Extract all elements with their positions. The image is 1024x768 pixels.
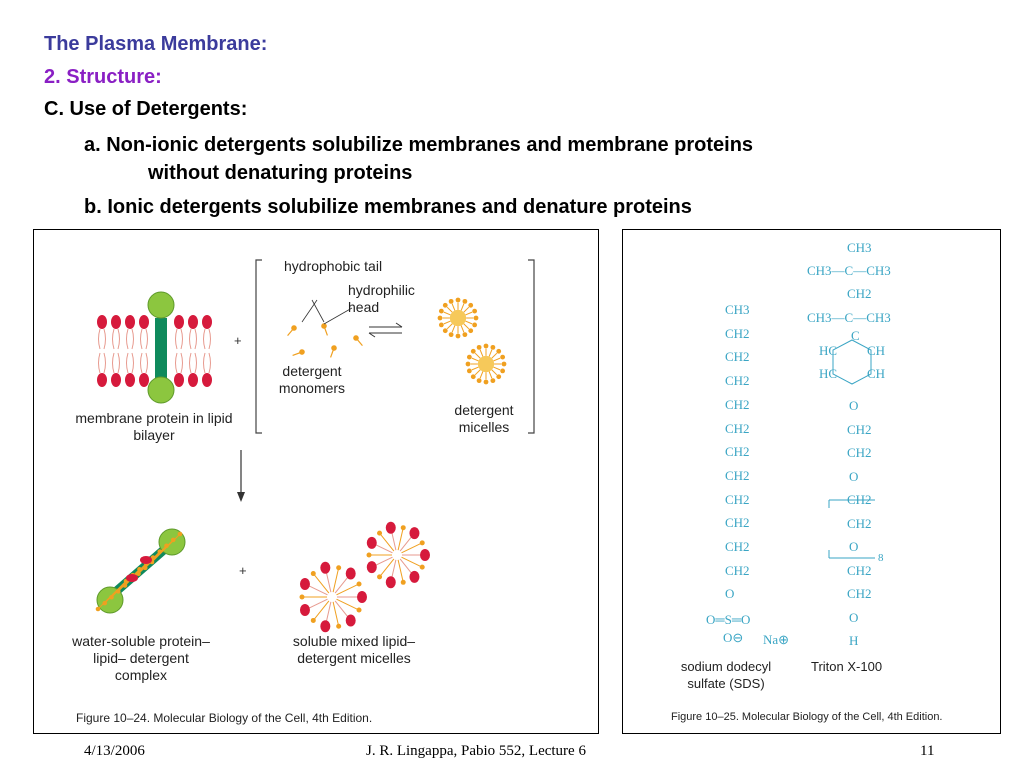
label-mixed-micelles: soluble mixed lipid–detergent micelles [292, 633, 416, 666]
triton-tail-group: CH2 [847, 562, 872, 578]
sds-chain-group: CH2 [725, 396, 750, 412]
label-water-soluble-complex: water-soluble protein–lipid– detergent c… [72, 633, 210, 683]
sds-oxide: O⊖ [723, 630, 744, 645]
triton-tail-group: CH2 [847, 421, 872, 437]
detergent-monomers [287, 323, 363, 358]
label-detergent-monomers: detergent monomers [278, 363, 346, 396]
label-sds: sodium dodecyl sulfate (SDS) [680, 659, 772, 691]
sds-sodium: Na⊕ [763, 632, 790, 647]
triton-ch3-top: CH3 [847, 240, 872, 255]
sds-chain-group: CH2 [725, 539, 750, 554]
mixed-micelle [366, 521, 430, 589]
detergent-micelle [465, 343, 507, 385]
triton-repeat: 8 [878, 552, 884, 564]
slide-subtitle: 2. Structure: [44, 66, 162, 88]
equilibrium-arrows [368, 322, 403, 338]
sds-chain-group: CH2 [725, 515, 750, 531]
triton-tail-group: O [849, 398, 859, 413]
point-a-line2: without denaturing proteins [148, 162, 413, 184]
footer-date: 4/13/2006 [84, 743, 145, 759]
triton-ch2: CH2 [847, 286, 872, 301]
triton-tert1: CH3—C—CH3 [807, 263, 891, 278]
mixed-micelle [299, 561, 367, 633]
sds-chain-group: CH2 [725, 373, 750, 389]
slide-title: The Plasma Membrane: [44, 33, 268, 55]
membrane-protein [147, 291, 175, 404]
footer-page-number: 11 [920, 743, 935, 759]
protein-detergent-complex [95, 528, 186, 614]
sds-chain-group: CH2 [725, 491, 750, 507]
footer-course: J. R. Lingappa, Pabio 552, Lecture 6 [366, 743, 586, 759]
point-a-line1: a. Non-ionic detergents solubilize membr… [84, 134, 754, 156]
sds-chain-group: CH2 [725, 349, 750, 365]
sds-chain-group: CH2 [725, 325, 750, 341]
sds-chain-group: CH3 [725, 302, 750, 317]
detergent-diagram: + + [95, 259, 535, 633]
triton-ch2b: CH [867, 366, 886, 381]
triton-ch1: CH [867, 343, 886, 358]
label-hydrophobic-tail: hydrophobic tail [284, 258, 383, 274]
sds-chain-group: O [725, 586, 735, 602]
triton-tail-group: CH2 [847, 515, 872, 531]
plus-sign-bottom: + [239, 563, 247, 578]
left-bracket [255, 259, 262, 434]
detergent-micelle [437, 297, 479, 339]
label-hydrophilic-head: hydrophilic head [348, 282, 415, 315]
right-bracket [528, 259, 535, 434]
down-arrow [237, 450, 245, 502]
label-membrane-protein: membrane protein in lipid bilayer [75, 410, 233, 443]
lipid-bilayer [97, 315, 212, 387]
triton-tert2: CH3—C—CH3 [807, 310, 891, 325]
figure-detergent-solubilization: + + [33, 229, 599, 734]
triton-tail-group: O [849, 609, 859, 625]
triton-tail-group: CH2 [847, 445, 872, 460]
triton-c: C [851, 328, 860, 343]
label-triton: Triton X-100 [811, 659, 883, 674]
triton-tail-group: CH2 [847, 586, 872, 601]
figure1-caption: Figure 10–24. Molecular Biology of the C… [76, 711, 373, 725]
point-b: b. Ionic detergents solubilize membranes… [84, 196, 692, 218]
plus-sign-top: + [234, 333, 242, 348]
triton-tail-group: H [849, 633, 859, 648]
triton-bonds [828, 339, 875, 559]
sds-chain-group: CH2 [725, 467, 750, 483]
section-heading: C. Use of Detergents: [44, 98, 248, 120]
triton-tail-group: O [849, 539, 859, 554]
sds-chain-group: CH2 [725, 420, 750, 436]
sds-sulfate: O═S═O [706, 612, 751, 627]
sds-chain-group: CH2 [725, 562, 750, 578]
triton-tail-group: O [849, 468, 859, 484]
figure2-caption: Figure 10–25. Molecular Biology of the C… [671, 711, 943, 723]
label-detergent-micelles: detergent micelles [454, 402, 514, 435]
sds-chain-group: CH2 [725, 444, 750, 460]
